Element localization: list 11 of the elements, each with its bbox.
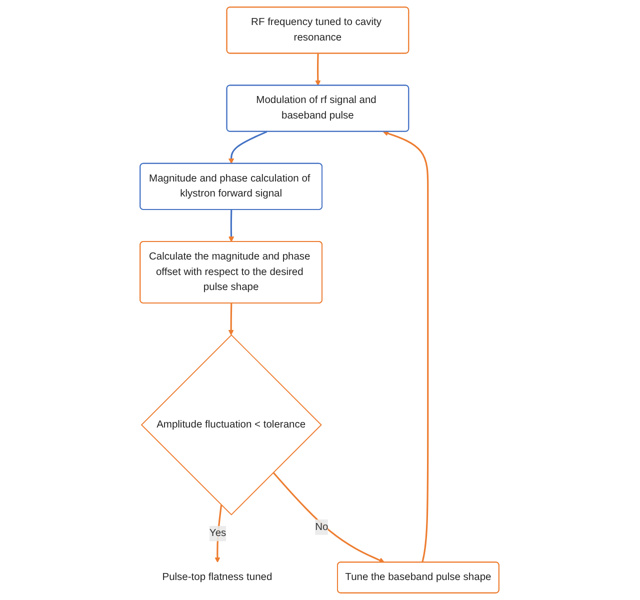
edge-label: No bbox=[316, 521, 329, 532]
arrow bbox=[228, 210, 235, 242]
arrow bbox=[273, 472, 386, 563]
arrow bbox=[316, 54, 322, 86]
arrow bbox=[383, 130, 430, 563]
node-diamond: Amplitude fluctuation < tolerance bbox=[141, 334, 322, 516]
arrow bbox=[228, 130, 268, 164]
edge-label: Yes bbox=[210, 528, 227, 539]
arrow bbox=[215, 504, 223, 563]
arrow bbox=[228, 303, 234, 336]
node-text: Pulse-top flatness tuned bbox=[162, 572, 273, 583]
